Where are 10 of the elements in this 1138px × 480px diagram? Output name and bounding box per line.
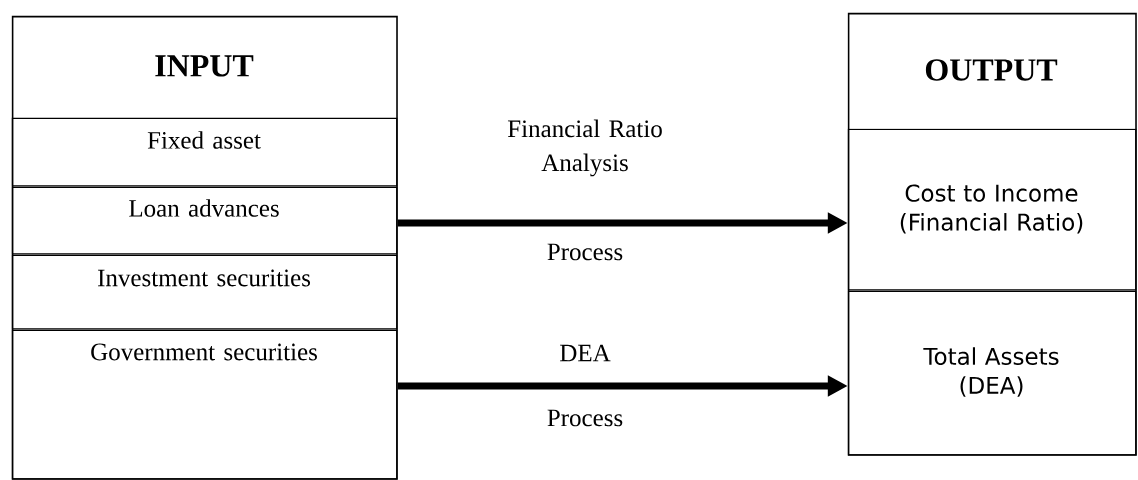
edge-label: DEA	[560, 344, 611, 362]
table-cell: Government securities	[11, 329, 398, 480]
process-label: Process	[547, 409, 623, 427]
table-cell: Investment securities	[11, 254, 398, 330]
table-cell: Cost to Income (Financial Ratio)	[847, 128, 1137, 291]
process-label: Process	[547, 243, 623, 261]
table-cell: Total Assets (DEA)	[847, 290, 1137, 456]
edge-label: Financial Ratio Analysis	[507, 119, 662, 177]
table-cell: Fixed asset	[11, 117, 398, 187]
table-cell: Loan advances	[11, 186, 398, 255]
